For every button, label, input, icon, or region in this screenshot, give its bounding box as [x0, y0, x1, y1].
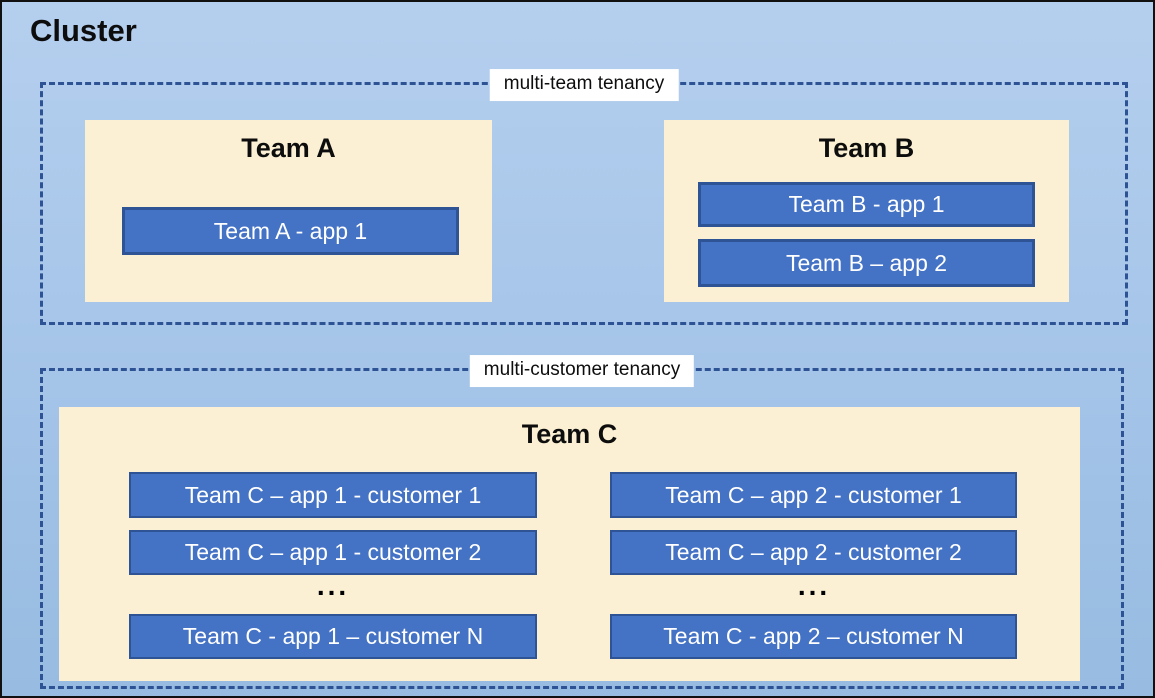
team-a-box: Team A Team A - app 1: [85, 120, 492, 302]
team-c-app2-customer2-box: Team C – app 2 - customer 2: [610, 530, 1017, 575]
team-c-app1-ellipsis: ...: [316, 570, 350, 601]
multi-customer-tenancy-label: multi-customer tenancy: [469, 355, 695, 387]
team-c-title: Team C: [521, 419, 618, 449]
team-c-app1-customer1-box: Team C – app 1 - customer 1: [129, 472, 537, 518]
team-c-box: Team C Team C – app 1 - customer 1 Team …: [59, 407, 1080, 681]
multi-customer-tenancy-box: multi-customer tenancy Team C Team C – a…: [40, 355, 1124, 689]
multi-team-tenancy-box: multi-team tenancy Team A Team A - app 1…: [40, 69, 1128, 325]
team-c-app2-customerN-box: Team C - app 2 – customer N: [610, 614, 1017, 659]
team-a-title: Team A: [241, 133, 336, 163]
team-c-app1-customer2-box: Team C – app 1 - customer 2: [129, 530, 537, 575]
team-c-app2-ellipsis: ...: [797, 570, 831, 601]
team-c-app2-customer1-box: Team C – app 2 - customer 1: [610, 472, 1017, 518]
team-b-title: Team B: [818, 133, 915, 163]
team-b-box: Team B Team B - app 1 Team B – app 2: [664, 120, 1069, 302]
team-a-app-1-box: Team A - app 1: [122, 207, 459, 255]
cluster-title: Cluster: [30, 13, 137, 48]
team-b-app-2-box: Team B – app 2: [698, 239, 1035, 287]
team-c-app1-customerN-box: Team C - app 1 – customer N: [129, 614, 537, 659]
team-b-app-1-box: Team B - app 1: [698, 182, 1035, 227]
multi-team-tenancy-label: multi-team tenancy: [489, 69, 679, 101]
